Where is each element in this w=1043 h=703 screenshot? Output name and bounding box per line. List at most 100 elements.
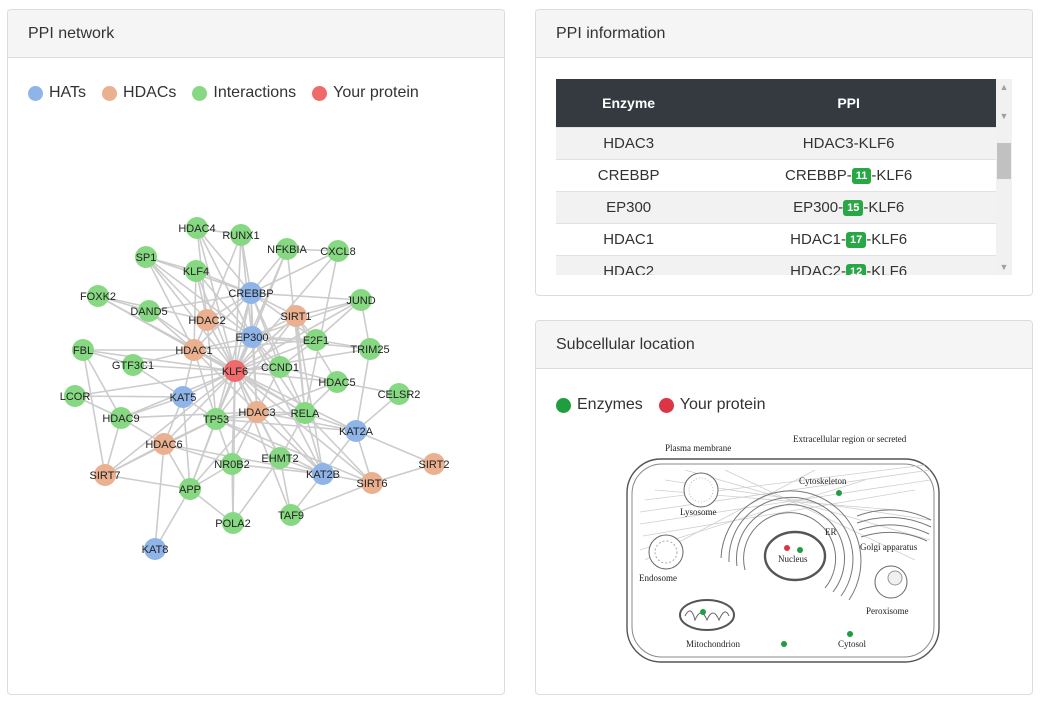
node-circle[interactable] <box>186 217 208 239</box>
column-header-enzyme[interactable]: Enzyme <box>556 79 702 128</box>
node-trim25[interactable]: TRIM25 <box>350 338 390 360</box>
node-hdac2[interactable]: HDAC2 <box>188 309 226 331</box>
node-sirt7[interactable]: SIRT7 <box>90 464 121 486</box>
node-circle[interactable] <box>172 386 194 408</box>
node-kat2a[interactable]: KAT2A <box>339 420 374 442</box>
node-circle[interactable] <box>305 329 327 351</box>
node-circle[interactable] <box>423 453 445 475</box>
ppi-count-badge[interactable]: 15 <box>843 200 864 216</box>
node-circle[interactable] <box>87 285 109 307</box>
node-cxcl8[interactable]: CXCL8 <box>320 240 356 262</box>
node-e2f1[interactable]: E2F1 <box>303 329 329 351</box>
node-circle[interactable] <box>312 463 334 485</box>
node-kat8[interactable]: KAT8 <box>142 538 169 560</box>
scroll-thumb[interactable] <box>997 143 1011 179</box>
node-app[interactable]: APP <box>179 478 201 500</box>
node-circle[interactable] <box>361 472 383 494</box>
node-dand5[interactable]: DAND5 <box>130 300 168 322</box>
node-rela[interactable]: RELA <box>291 402 320 424</box>
node-circle[interactable] <box>294 402 316 424</box>
node-ep300[interactable]: EP300 <box>235 326 269 348</box>
node-kat2b[interactable]: KAT2B <box>306 463 340 485</box>
node-circle[interactable] <box>350 289 372 311</box>
node-circle[interactable] <box>72 339 94 361</box>
node-runx1[interactable]: RUNX1 <box>222 224 260 246</box>
node-circle[interactable] <box>183 339 205 361</box>
node-ehmt2[interactable]: EHMT2 <box>261 447 299 469</box>
node-circle[interactable] <box>144 538 166 560</box>
edge-ep300-nfkbia <box>251 248 288 338</box>
node-tp53[interactable]: TP53 <box>203 408 229 430</box>
node-ccnd1[interactable]: CCND1 <box>261 356 299 378</box>
node-circle[interactable] <box>94 464 116 486</box>
edge-tp53-sirt6 <box>215 418 373 484</box>
ppi-count-badge[interactable]: 11 <box>851 168 872 184</box>
node-circle[interactable] <box>285 305 307 327</box>
node-circle[interactable] <box>221 453 243 475</box>
node-circle[interactable] <box>64 385 86 407</box>
node-pola2[interactable]: POLA2 <box>215 512 251 534</box>
node-circle[interactable] <box>327 240 349 262</box>
node-klf6[interactable]: KLF6 <box>222 360 248 382</box>
node-klf4[interactable]: KLF4 <box>183 260 209 282</box>
node-sirt6[interactable]: SIRT6 <box>357 472 388 494</box>
scroll-down-arrow-icon[interactable]: ▼ <box>999 111 1009 121</box>
node-circle[interactable] <box>122 354 144 376</box>
node-circle[interactable] <box>280 504 302 526</box>
node-hdac9[interactable]: HDAC9 <box>102 407 140 429</box>
ppi-count-badge[interactable]: 17 <box>846 232 867 248</box>
node-circle[interactable] <box>240 282 262 304</box>
node-taf9[interactable]: TAF9 <box>278 504 304 526</box>
node-hdac6[interactable]: HDAC6 <box>145 433 183 455</box>
node-circle[interactable] <box>388 383 410 405</box>
node-circle[interactable] <box>230 224 252 246</box>
node-lcor[interactable]: LCOR <box>60 385 91 407</box>
column-header-ppi[interactable]: PPI <box>701 79 996 128</box>
scroll-down-arrow-bottom-icon[interactable]: ▼ <box>999 262 1009 272</box>
node-hdac4[interactable]: HDAC4 <box>178 217 216 239</box>
node-kat5[interactable]: KAT5 <box>170 386 197 408</box>
node-circle[interactable] <box>326 371 348 393</box>
node-circle[interactable] <box>224 360 246 382</box>
node-foxk2[interactable]: FOXK2 <box>80 285 116 307</box>
node-jund[interactable]: JUND <box>346 289 376 311</box>
node-circle[interactable] <box>269 356 291 378</box>
node-circle[interactable] <box>153 433 175 455</box>
node-nfkbia[interactable]: NFKBIA <box>267 238 308 260</box>
node-nr0b2[interactable]: NR0B2 <box>214 453 250 475</box>
node-sirt2[interactable]: SIRT2 <box>419 453 450 475</box>
node-circle[interactable] <box>205 408 227 430</box>
node-hdac1[interactable]: HDAC1 <box>175 339 213 361</box>
node-circle[interactable] <box>276 238 298 260</box>
node-fbl[interactable]: FBL <box>72 339 94 361</box>
node-circle[interactable] <box>359 338 381 360</box>
node-circle[interactable] <box>185 260 207 282</box>
node-circle[interactable] <box>241 326 263 348</box>
node-circle[interactable] <box>222 512 244 534</box>
node-sirt1[interactable]: SIRT1 <box>281 305 312 327</box>
node-circle[interactable] <box>196 309 218 331</box>
node-circle[interactable] <box>179 478 201 500</box>
node-hdac5[interactable]: HDAC5 <box>318 371 356 393</box>
scroll-up-arrow-icon[interactable]: ▲ <box>999 82 1009 92</box>
node-circle[interactable] <box>345 420 367 442</box>
table-scrollbar[interactable]: ▲ ▼ ▼ <box>996 79 1012 275</box>
node-crebbp[interactable]: CREBBP <box>228 282 274 304</box>
node-circle[interactable] <box>138 300 160 322</box>
node-circle[interactable] <box>135 246 157 268</box>
node-hdac3[interactable]: HDAC3 <box>238 401 276 423</box>
ppi-count-badge[interactable]: 12 <box>846 264 867 275</box>
node-circle[interactable] <box>246 401 268 423</box>
node-gtf3c1[interactable]: GTF3C1 <box>112 354 154 376</box>
node-sp1[interactable]: SP1 <box>135 246 157 268</box>
node-circle[interactable] <box>110 407 132 429</box>
node-celsr2[interactable]: CELSR2 <box>378 383 421 405</box>
node-circle[interactable] <box>269 447 291 469</box>
